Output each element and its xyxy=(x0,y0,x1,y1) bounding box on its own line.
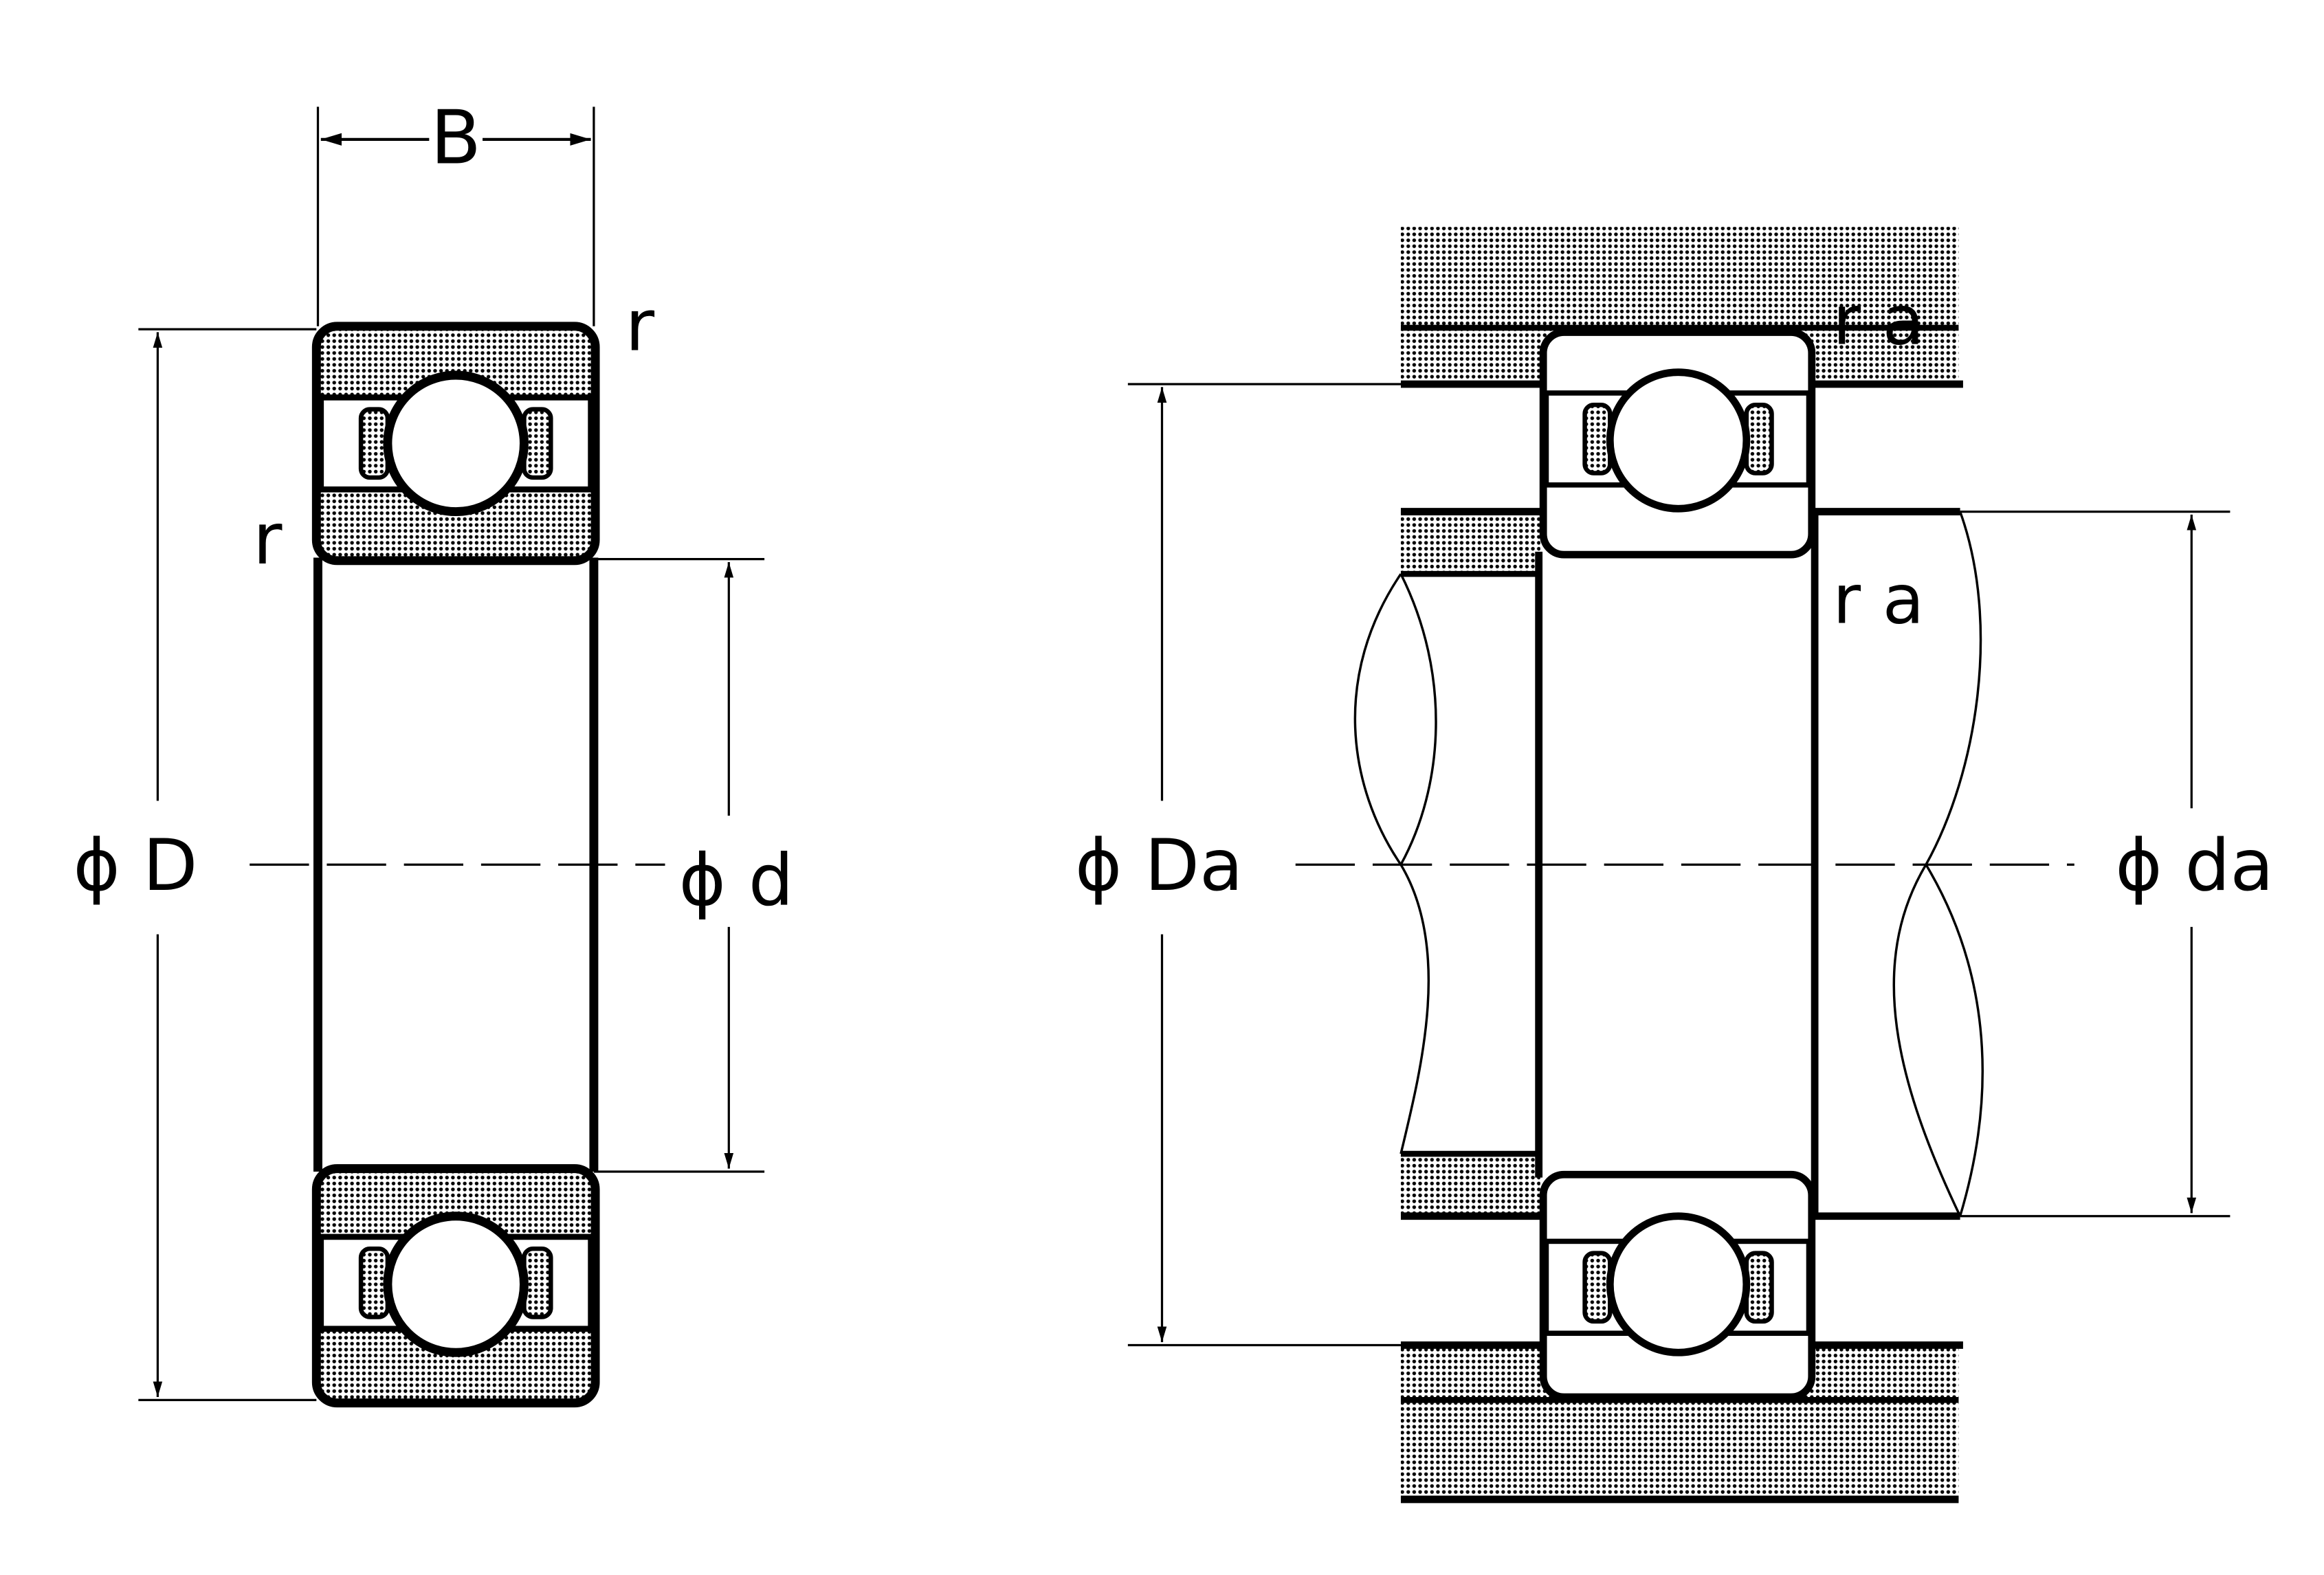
housing-diameter-label: ϕ Da xyxy=(1075,825,1243,907)
shaft-diameter-label: ϕ da xyxy=(2115,825,2273,907)
width-label: B xyxy=(430,95,481,181)
lower-ball xyxy=(383,1211,529,1357)
fillet-radius-label-top: r a xyxy=(1833,282,1924,361)
shaft-diameter-dimension: ϕ da xyxy=(1960,510,2274,1218)
outer-diameter-label: ϕ D xyxy=(74,825,198,907)
bore-diameter-dimension: ϕ d xyxy=(593,558,794,1173)
outer-diameter-dimension: ϕ D xyxy=(74,328,317,1401)
lower-mounted-bearing xyxy=(1539,1170,1816,1401)
mounted-bearing-view: ϕ Da ϕ da r a r a xyxy=(1075,227,2274,1504)
width-dimension: B xyxy=(316,95,595,326)
corner-radius-label-left: r xyxy=(253,498,283,581)
shaft-shoulder xyxy=(1400,508,1960,1220)
upper-bearing-block xyxy=(311,322,600,566)
bearing-section-view: B ϕ D xyxy=(74,95,794,1408)
bore-diameter-label: ϕ d xyxy=(679,839,794,921)
lower-bearing-block xyxy=(311,1164,600,1408)
housing-diameter-dimension: ϕ Da xyxy=(1075,383,1401,1347)
fillet-radius-label-inner: r a xyxy=(1833,560,1924,639)
upper-mounted-bearing xyxy=(1539,328,1816,559)
corner-radius-label-top: r xyxy=(626,284,655,367)
upper-ball xyxy=(383,370,529,517)
